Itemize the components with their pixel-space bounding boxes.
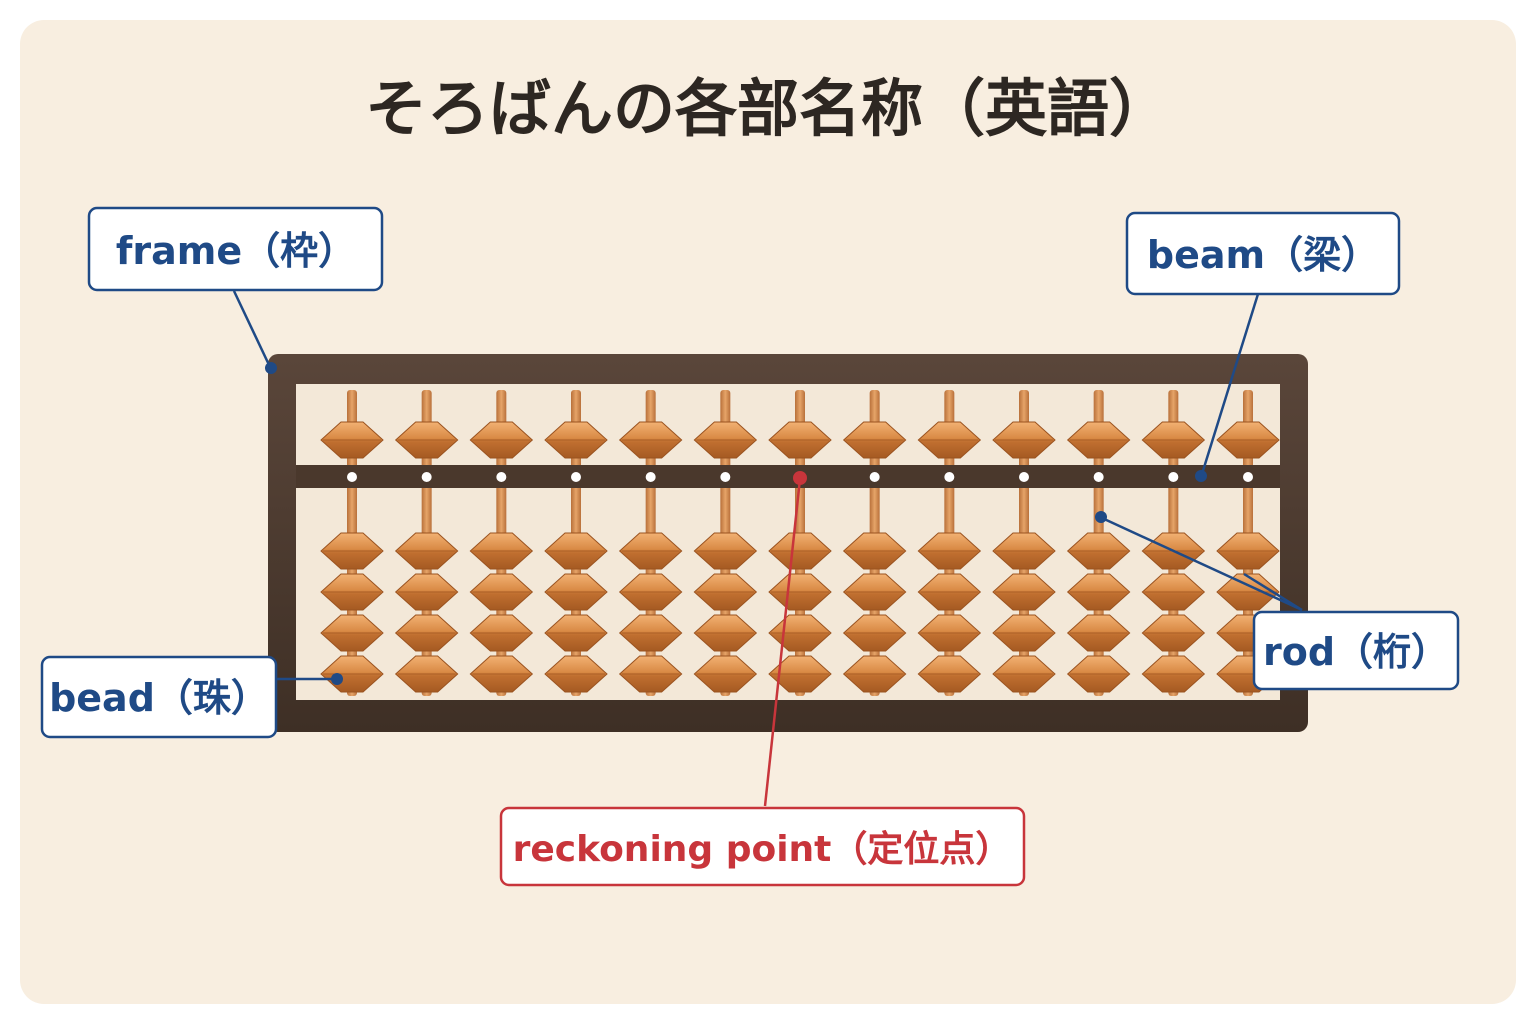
upper-beads [320,421,1280,459]
beam-leader-line [1200,293,1260,475]
beam-dot [1243,472,1253,482]
beam-dot [1168,472,1179,482]
label-bead-text: bead（珠） [49,676,269,720]
reckoning-point-leader-line [763,478,802,807]
reckoning-point-leader-dot [793,471,807,485]
label-reckoning-point: reckoning point（定位点） [499,806,1026,887]
beam-dot [869,472,880,482]
leader-lines [232,290,1303,807]
beam-bar [296,465,1280,488]
label-frame-text: frame（枠） [116,229,356,273]
frame-leader-line [232,290,272,368]
lower-beads [320,532,1280,693]
label-beam-text: beam（梁） [1147,233,1379,277]
beam-leader-dot [1195,470,1207,482]
rod-leader-line-b [1243,572,1303,612]
bead-leader-dot [331,673,343,685]
label-beam: beam（梁） [1125,211,1401,296]
label-rod-text: rod（桁） [1263,630,1449,674]
beam-dot [720,472,731,482]
beam-dot [347,472,357,482]
beam [296,465,1280,488]
beam-dot [944,472,955,482]
label-bead: bead（珠） [40,655,278,739]
beam-dot [645,472,656,482]
label-rod: rod（桁） [1252,610,1460,691]
rod-leader-dot [1095,511,1107,523]
beam-dot [1019,472,1029,482]
rod-leader-line-a [1101,516,1303,612]
label-reckoning-point-text: reckoning point（定位点） [513,829,1012,870]
label-frame: frame（枠） [87,206,384,292]
frame-leader-dot [265,362,277,374]
beam-dot [571,472,581,482]
beam-dot [496,472,507,482]
page-title: そろばんの各部名称（英語） [365,72,1171,145]
beam-dot [1093,472,1104,482]
beam-dot [421,472,432,482]
